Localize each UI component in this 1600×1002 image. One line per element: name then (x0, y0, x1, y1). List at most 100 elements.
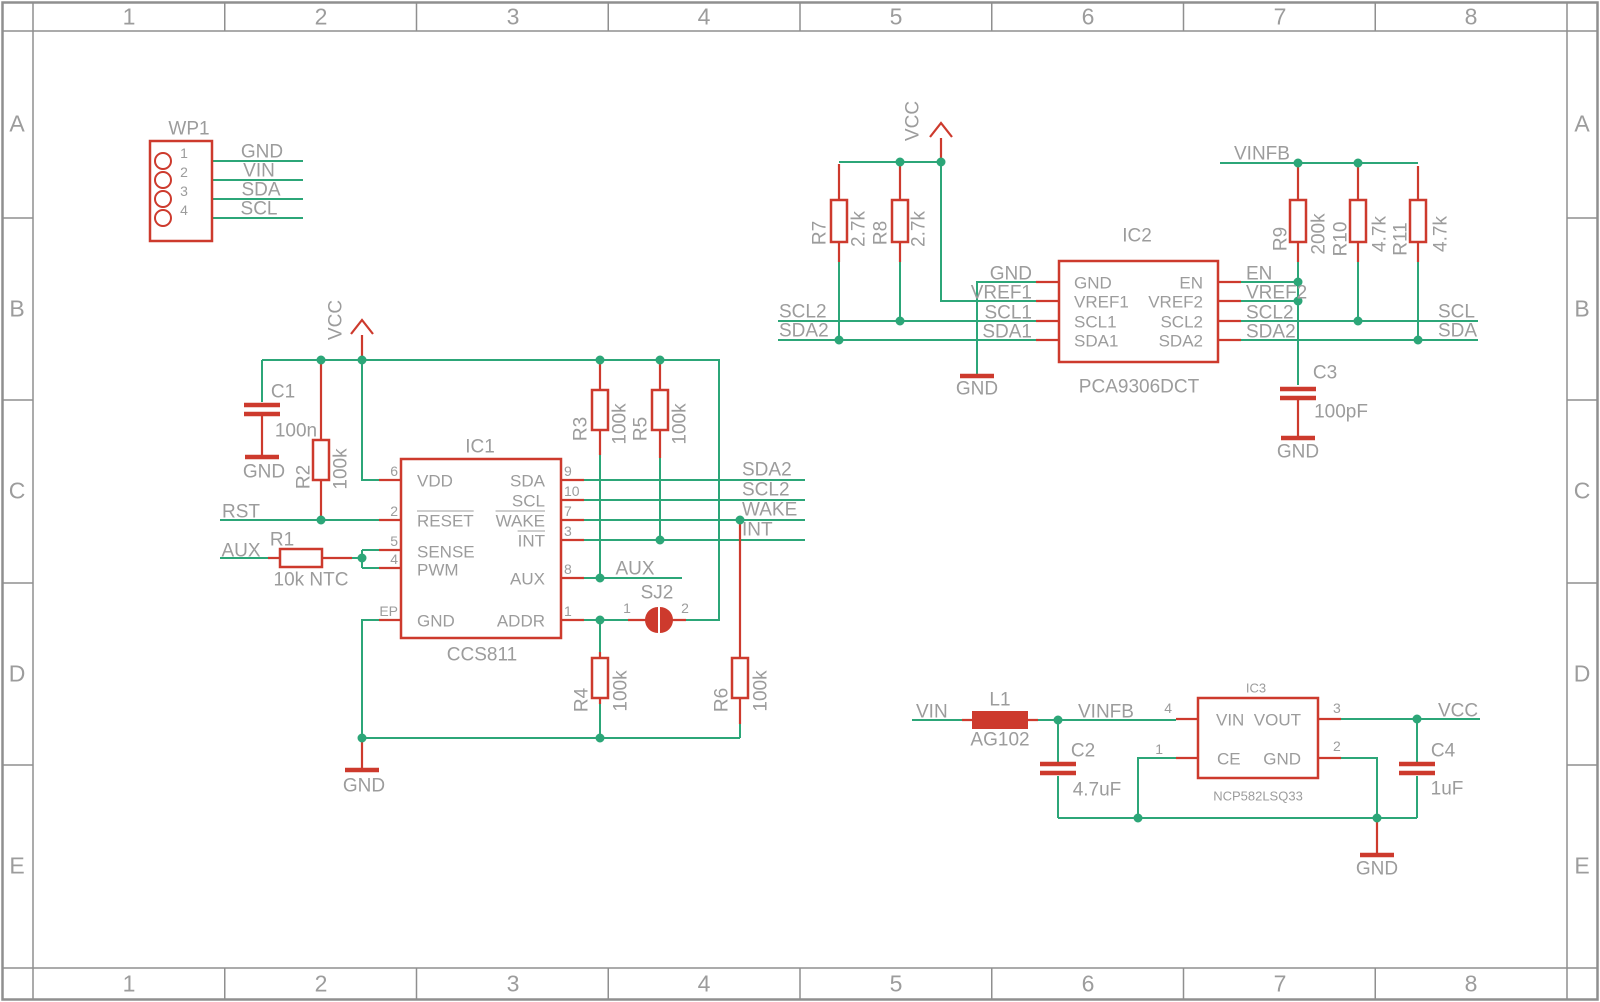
ic1-pin-name-addr: ADDR (496, 611, 545, 631)
frame-row-label: A (1574, 110, 1590, 137)
wp1-pin-3-circle (154, 190, 172, 208)
gnd-label: GND (955, 378, 999, 400)
c3-value: 100pF (1314, 401, 1368, 423)
sj2-refdes: SJ2 (640, 582, 674, 604)
r6-value: 100k (750, 670, 772, 712)
vcc-label: VCC (325, 299, 347, 341)
frame-col-label: 7 (1273, 3, 1287, 30)
ic1-pin-number: 7 (564, 503, 572, 519)
wp1-pin-number: 3 (180, 183, 188, 199)
r2-refdes: R2 (293, 464, 315, 490)
ic2-pin-name-vref2: VREF2 (1148, 292, 1203, 312)
frame-col-label: 1 (122, 3, 136, 30)
capacitor-plates-and-ground-bars (244, 373, 1435, 858)
net-label-rst: RST (222, 501, 260, 523)
ic3-pin-number: 1 (1155, 741, 1163, 757)
r11-refdes: R11 (1390, 222, 1412, 256)
wp1-pin-number: 1 (180, 145, 188, 161)
frame-row-label: C (8, 477, 26, 504)
r3-value: 100k (609, 403, 631, 445)
wp1-pin-4-circle (154, 209, 172, 227)
r7-refdes: R7 (809, 220, 831, 246)
ic1-pin-name-sense: SENSE (417, 542, 475, 562)
frame-col-label: 3 (506, 3, 520, 30)
sj2-pin-number: 1 (623, 600, 631, 616)
gnd-label: GND (242, 461, 286, 483)
r9-refdes: R9 (1270, 226, 1292, 252)
c4-value: 1uF (1430, 778, 1464, 800)
c1-refdes: C1 (270, 381, 296, 403)
r5-refdes: R5 (630, 416, 652, 442)
r1-refdes: R1 (269, 529, 295, 551)
l1-refdes: L1 (989, 689, 1011, 711)
frame-row-label: D (1573, 660, 1591, 687)
r8-value: 2.7k (908, 211, 930, 247)
net-label-scl: SCL (1438, 301, 1475, 323)
frame-col-label: 2 (314, 3, 328, 30)
ic2-pin-name-vref1: VREF1 (1074, 292, 1129, 312)
ic3-pin-number: 3 (1333, 700, 1341, 716)
net-label-aux: AUX (615, 558, 655, 580)
wp1-pin-number: 4 (180, 202, 188, 218)
wp1-pin-1-circle (154, 152, 172, 170)
frame-col-label: 7 (1273, 970, 1287, 997)
junction-dots (316, 157, 1423, 823)
net-label-sda: SDA (241, 179, 281, 201)
ic2-pin-name-sda2: SDA2 (1158, 331, 1203, 351)
ic2-pin-name-scl1: SCL1 (1074, 312, 1117, 332)
sj2-pin-number: 2 (681, 600, 689, 616)
solder-jumper-pads (645, 607, 673, 633)
ic3-pin-name-gnd: GND (1263, 749, 1301, 769)
net-label-vinfb: VINFB (1078, 701, 1134, 723)
net-label-vref1: VREF1 (970, 282, 1032, 304)
frame-row-label: C (1573, 477, 1591, 504)
l1-value: AG102 (970, 729, 1030, 751)
ic1-pin-number: EP (379, 603, 398, 619)
ic1-pin-number: 2 (390, 503, 398, 519)
ic3-value: NCP582LSQ33 (1213, 788, 1303, 804)
net-label-gnd: GND (240, 141, 284, 163)
ic1-pin-number: 4 (390, 551, 398, 567)
frame-row-label: B (9, 295, 25, 322)
ic3-pin-number: 4 (1164, 700, 1172, 716)
frame-col-label: 8 (1464, 3, 1478, 30)
net-label-sda2: SDA2 (742, 459, 792, 481)
frame-col-label: 4 (697, 3, 711, 30)
r1-value: 10k NTC (273, 569, 349, 591)
net-wires (171, 160, 1480, 819)
frame-row-label: D (8, 660, 26, 687)
net-label-vin: VIN (916, 701, 948, 723)
wp1-pin-2-circle (154, 171, 172, 189)
net-label-sda2: SDA2 (779, 320, 829, 342)
net-label-sda2: SDA2 (1246, 321, 1296, 343)
inductor-body (972, 711, 1028, 729)
net-label-gnd: GND (989, 263, 1032, 285)
wp1-pin-circles (154, 152, 172, 227)
frame-col-label: 6 (1081, 3, 1095, 30)
ic1-pin-number: 8 (564, 561, 572, 577)
ic2-pin-name-gnd: GND (1074, 273, 1112, 293)
ic1-value: CCS811 (446, 644, 518, 666)
ic1-pin-name-vdd: VDD (417, 471, 453, 491)
r6-refdes: R6 (711, 687, 733, 713)
wp1-pin-number: 2 (180, 164, 188, 180)
ic1-pin-name-sda: SDA (510, 471, 545, 491)
ic2-value: PCA9306DCT (1078, 376, 1200, 398)
net-label-int: INT (742, 519, 773, 541)
ic1-pin-number: 1 (564, 603, 572, 619)
r5-value: 100k (669, 403, 691, 445)
frame-col-label: 1 (122, 970, 136, 997)
net-label-scl2: SCL2 (779, 301, 827, 323)
ic1-pin-number: 6 (390, 463, 398, 479)
frame-row-label: B (1574, 295, 1590, 322)
c2-value: 4.7uF (1072, 779, 1122, 801)
frame-row-label: E (9, 852, 25, 879)
ic1-pin-number: 9 (564, 463, 572, 479)
net-label-sda1: SDA1 (982, 321, 1032, 343)
r10-value: 4.7k (1369, 216, 1391, 252)
ic1-pin-number: 10 (564, 483, 580, 499)
r4-value: 100k (610, 670, 632, 712)
ic3-pin-name-vin: VIN (1216, 710, 1245, 730)
